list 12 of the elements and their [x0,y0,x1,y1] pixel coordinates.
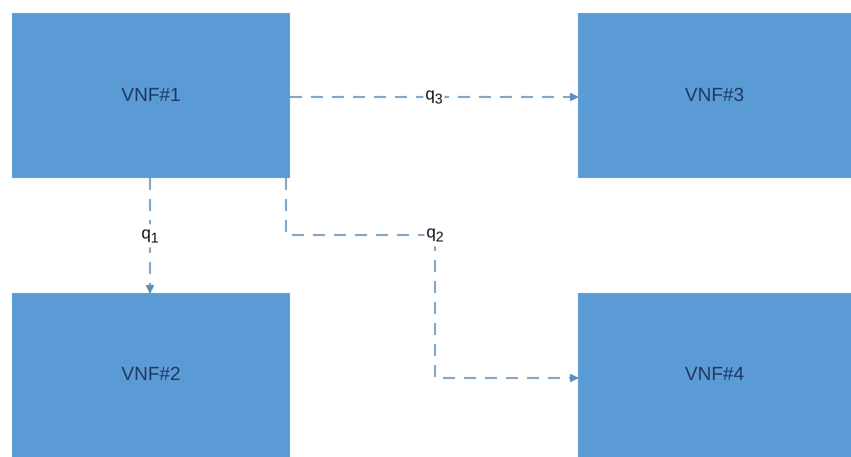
process-box [578,293,851,457]
node-label: VNF#1 [121,84,181,106]
dashed-arrow [146,178,154,294]
dashed-arrow [285,178,578,382]
process-box [12,293,290,457]
node-label: VNF#4 [684,364,744,386]
process-box [578,13,851,178]
dashed-arrow [290,92,578,102]
node-label: VNF#3 [684,84,744,106]
node-label: VNF#2 [121,364,181,386]
process-box [12,13,290,178]
edge-label: q$_{1}$ [139,224,161,248]
